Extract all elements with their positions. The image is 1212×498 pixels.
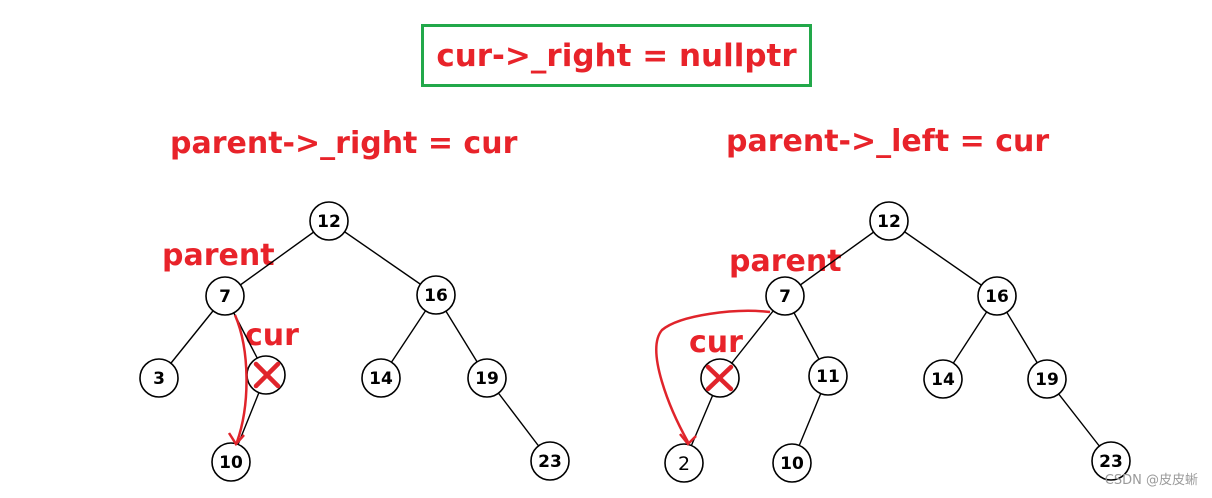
right-relink-arrow [655,309,771,446]
tree-node: 19 [467,358,507,398]
node-label: 12 [317,212,341,232]
tree-node: 14 [923,359,963,399]
node-label: 12 [877,212,901,232]
x-mark-icon [705,364,734,392]
node-label: 3 [153,369,165,389]
node-label: 23 [1099,452,1123,472]
node-label: 23 [538,452,562,472]
node-label: 19 [1035,370,1059,390]
tree-node: 23 [1091,441,1131,481]
node-label: 7 [779,287,791,307]
node-label: 7 [219,287,231,307]
tree-node: 12 [869,201,909,241]
right-caption: parent->_left = cur [726,124,1050,159]
tree-node: 7 [765,276,805,316]
right-tree-edges [683,220,1112,464]
tree-node: 16 [977,276,1017,316]
edge [784,220,890,297]
tree-node: 23 [530,441,570,481]
edge [224,220,330,297]
right-parent-label: parent [729,244,842,279]
title-text: cur->_right = nullptr [436,37,797,74]
tree-node: 2 [664,443,704,483]
node-label: 16 [424,286,448,306]
tree-node: 14 [361,358,401,398]
left-parent-label: parent [162,238,275,273]
node-label: 11 [816,367,840,387]
left-cur-label: cur [245,318,299,353]
node-label: 14 [369,369,393,389]
tree-node: 11 [808,356,848,396]
tree-node: 16 [416,275,456,315]
left-tree-edges [158,220,551,463]
node-label: 14 [931,370,955,390]
tree-node: 12 [309,201,349,241]
node-label: 10 [780,454,804,474]
watermark: CSDN @皮皮蜥 [1104,473,1198,488]
node-label: 16 [985,287,1009,307]
edge [328,220,437,296]
left-relink-arrow [227,314,248,447]
edge [888,220,998,297]
tree-node: 10 [211,442,251,482]
title-box: cur->_right = nullptr [421,24,812,87]
tree-node: 7 [205,276,245,316]
node-label: 2 [678,453,690,475]
x-mark-icon [253,361,281,389]
right-cur-label: cur [689,325,743,360]
node-label: 19 [475,369,499,389]
left-caption: parent->_right = cur [170,126,518,161]
tree-node: 3 [139,358,179,398]
tree-node: 19 [1027,359,1067,399]
tree-node: 10 [772,443,812,483]
node-label: 10 [219,453,243,473]
